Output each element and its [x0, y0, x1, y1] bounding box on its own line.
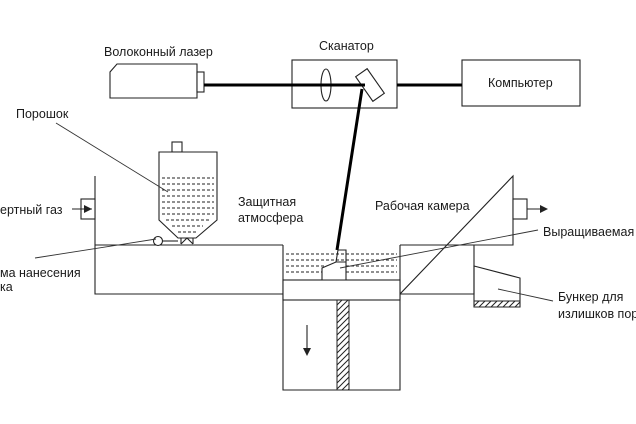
bin-leader: [497, 288, 554, 302]
recoater-roller: [152, 235, 178, 247]
fiber-laser: [109, 63, 205, 99]
recoater-label-line2: ка: [0, 280, 13, 294]
inert-gas-label: ертный газ: [0, 203, 63, 217]
overflow-bin-label-line2: излишков пор: [558, 307, 636, 321]
working-chamber-label: Рабочая камера: [375, 199, 470, 213]
protective-atmosphere-label-line2: атмосфера: [238, 211, 303, 225]
computer-label: Компьютер: [488, 76, 553, 90]
powder-label: Порошок: [16, 107, 69, 121]
grown-part-label: Выращиваемая д: [543, 225, 636, 239]
gas-outlet: [512, 198, 548, 220]
computer-box: [461, 59, 581, 107]
recoater-label-line1: ма нанесения: [0, 266, 81, 280]
protective-atmosphere-label-line1: Защитная: [238, 195, 296, 209]
powder-leader: [55, 122, 169, 193]
scanner-mirror: [354, 67, 386, 103]
powder-hopper: [158, 141, 218, 245]
recoater-leader: [34, 238, 157, 259]
scanner-label: Сканатор: [319, 39, 374, 53]
overflow-bin-label-line1: Бункер для: [558, 290, 623, 304]
laser-label: Волоконный лазер: [104, 45, 213, 59]
overflow-bin: [473, 265, 521, 308]
laser-beam: [204, 83, 365, 251]
gas-inlet: [72, 198, 96, 220]
grown-part: [321, 261, 347, 281]
process-chamber: [94, 174, 514, 295]
grown-part-leader: [339, 229, 539, 269]
build-cylinder: [282, 245, 401, 391]
